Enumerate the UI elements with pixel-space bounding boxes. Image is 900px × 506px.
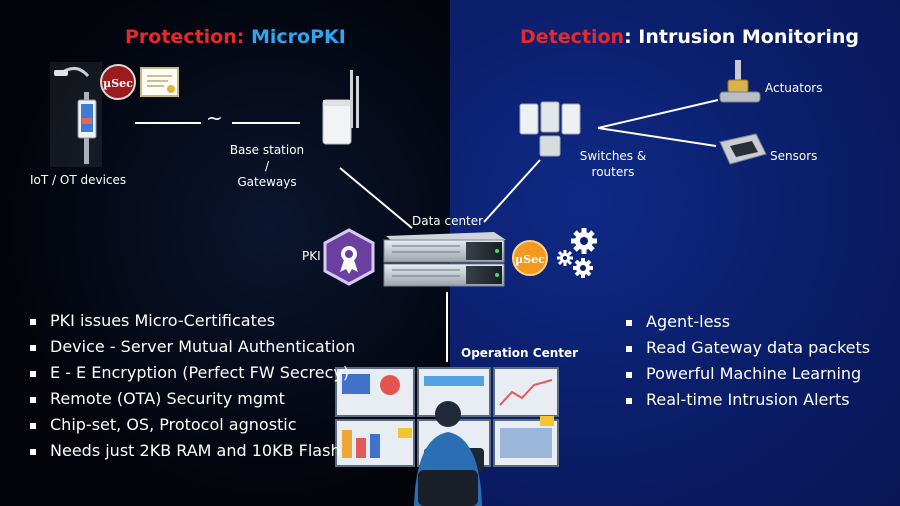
pki-label: PKI bbox=[302, 249, 321, 263]
list-item: Device - Server Mutual Authentication bbox=[28, 334, 355, 360]
svg-text:µSec: µSec bbox=[515, 253, 545, 266]
protection-features-list: PKI issues Micro-Certificates Device - S… bbox=[28, 308, 355, 464]
list-item: Chip-set, OS, Protocol agnostic bbox=[28, 412, 355, 438]
base-station-label: Base station / Gateways bbox=[226, 142, 308, 190]
list-item: Real-time Intrusion Alerts bbox=[624, 387, 870, 413]
detection-features-list: Agent-less Read Gateway data packets Pow… bbox=[624, 309, 870, 413]
protection-title: Protection: MicroPKI bbox=[125, 26, 346, 48]
list-item: Read Gateway data packets bbox=[624, 335, 870, 361]
actuator-icon bbox=[719, 60, 761, 103]
list-item: PKI issues Micro-Certificates bbox=[28, 308, 355, 334]
gear-icon bbox=[557, 250, 573, 266]
actuators-label: Actuators bbox=[765, 81, 823, 95]
switch-to-actuator-line bbox=[597, 99, 719, 129]
base-station-label-line2: Gateways bbox=[237, 175, 297, 189]
server-rack-icon bbox=[383, 232, 506, 287]
tilde-symbol: ~ bbox=[206, 106, 223, 130]
gear-icon bbox=[573, 258, 593, 278]
switches-label: Switches & routers bbox=[578, 148, 648, 180]
usec-badge-icon: µSec bbox=[100, 64, 136, 100]
detection-title: Detection: Intrusion Monitoring bbox=[520, 26, 859, 48]
list-item: Needs just 2KB RAM and 10KB Flash bbox=[28, 438, 355, 464]
street-light-icon bbox=[50, 62, 102, 167]
detection-title-prefix: Detection bbox=[520, 26, 625, 48]
detection-title-separator: : bbox=[624, 26, 639, 48]
certificate-icon bbox=[140, 67, 179, 97]
gear-icon bbox=[571, 228, 597, 254]
iot-devices-label: IoT / OT devices bbox=[30, 173, 127, 187]
operation-center-label: Operation Center bbox=[461, 346, 579, 360]
usec-badge-icon: µSec bbox=[512, 240, 548, 276]
data-center-label: Data center bbox=[412, 214, 484, 228]
gateway-to-datacenter-line bbox=[339, 167, 413, 229]
list-item: Powerful Machine Learning bbox=[624, 361, 870, 387]
list-item: Remote (OTA) Security mgmt bbox=[28, 386, 355, 412]
protection-title-suffix: MicroPKI bbox=[250, 26, 346, 48]
switch-router-icon bbox=[519, 101, 581, 157]
switch-to-datacenter-line bbox=[483, 159, 541, 223]
operator-monitors-icon bbox=[335, 367, 559, 506]
switch-to-sensor-line bbox=[597, 127, 717, 147]
sensors-label: Sensors bbox=[770, 149, 818, 163]
list-item: E - E Encryption (Perfect FW Secrecy) bbox=[28, 360, 355, 386]
sensor-icon bbox=[719, 133, 767, 165]
detection-title-suffix: Intrusion Monitoring bbox=[638, 26, 860, 48]
antenna-gateway-icon bbox=[322, 70, 359, 145]
base-station-label-line1: Base station / bbox=[229, 143, 305, 173]
list-item: Agent-less bbox=[624, 309, 870, 335]
protection-title-separator: : bbox=[236, 26, 251, 48]
svg-text:µSec: µSec bbox=[103, 77, 133, 90]
pki-hexagon-icon bbox=[323, 228, 375, 286]
switches-label-line2: routers bbox=[591, 165, 635, 179]
protection-title-prefix: Protection bbox=[125, 26, 237, 48]
switches-label-line1: Switches & bbox=[579, 149, 647, 163]
